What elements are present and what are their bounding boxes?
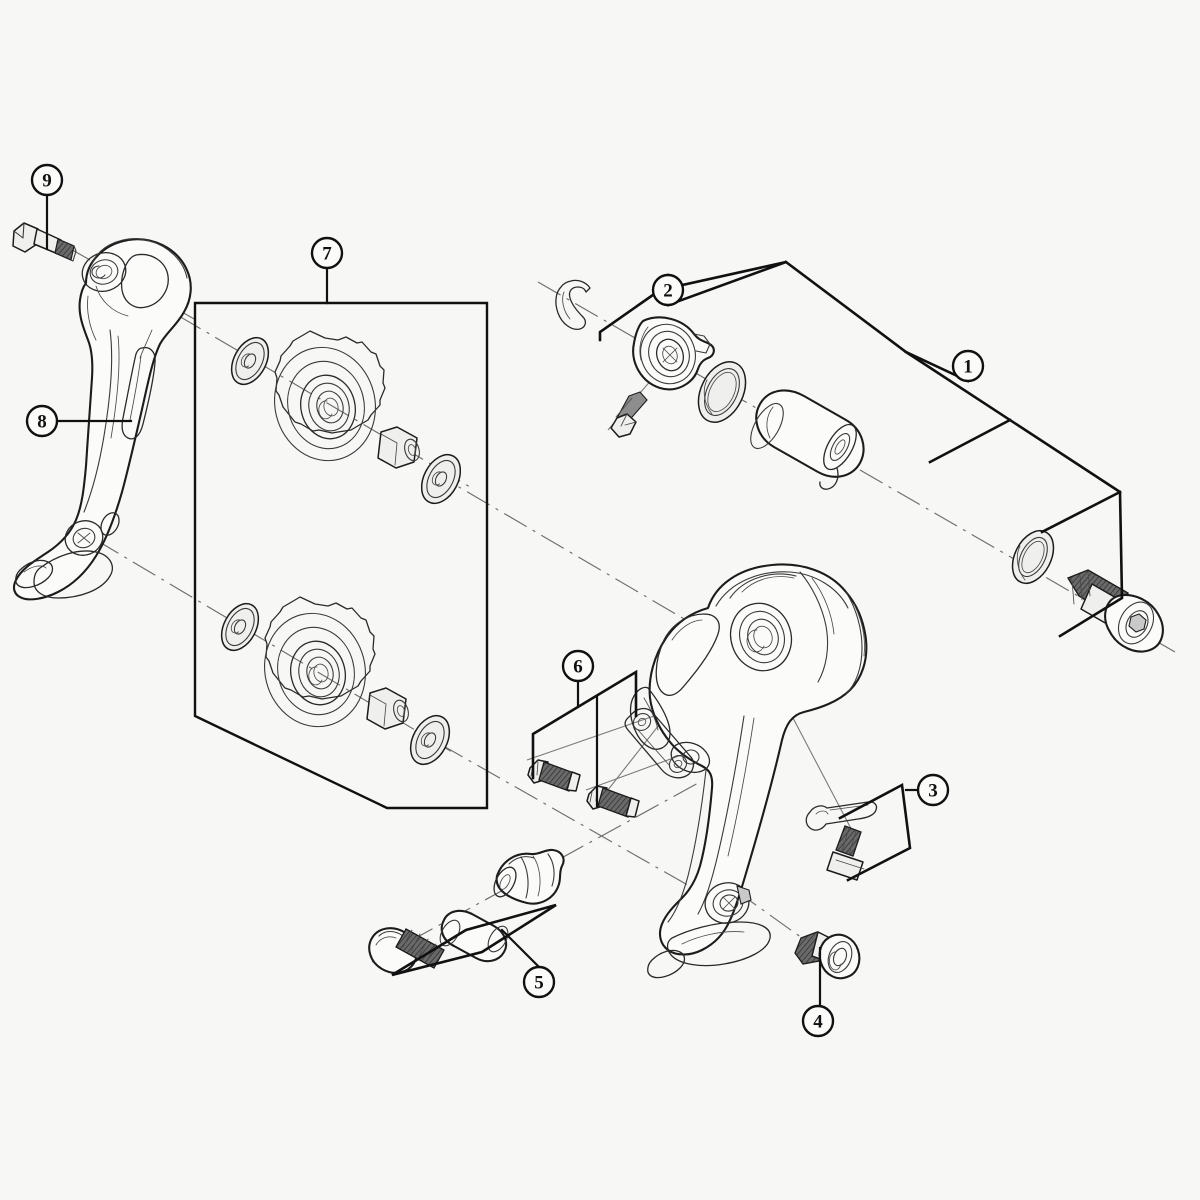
callout-3-label: 3 [928,781,938,802]
part-main-body [629,563,868,979]
callout-6[interactable]: 6 [561,649,595,683]
part-tension-pulley-washer-left [220,602,260,652]
callout-1-label: 1 [963,357,973,378]
callout-9[interactable]: 9 [30,163,64,197]
part-bracket-fixing-screw [610,391,648,438]
pulley-set-box [193,301,489,810]
callout-8-label: 8 [37,412,47,433]
part-mounting-washer [1011,529,1055,585]
part-adjusting-screw-upper [527,759,581,792]
part-return-spring [750,389,865,490]
leader-5 [391,903,557,977]
callout-5-label: 5 [534,973,544,994]
callout-4[interactable]: 4 [801,1004,835,1038]
part-mounting-bolt [1066,569,1164,653]
callout-8[interactable]: 8 [25,404,59,438]
callout-bubbles: 1 2 3 4 5 6 7 8 [25,163,985,1038]
leader-6 [531,669,638,808]
part-snap-ring [555,279,591,330]
callout-6-label: 6 [573,657,583,678]
part-guide-pulley [274,330,386,462]
part-tension-pulley [264,596,376,728]
callout-7-label: 7 [322,244,332,265]
callout-2-label: 2 [663,281,673,302]
part-guide-pulley-bushing [377,426,420,469]
part-outer-cage-plate [12,238,192,601]
part-cable-fixing-bolt [826,825,865,881]
part-bracket-washer [697,361,747,423]
leader-3 [838,782,920,882]
callout-4-label: 4 [813,1012,823,1033]
callout-5[interactable]: 5 [522,965,556,999]
leader-1 [784,260,1124,638]
callout-7[interactable]: 7 [310,236,344,270]
callout-1[interactable]: 1 [951,349,985,383]
callout-2[interactable]: 2 [651,273,685,307]
part-cable-adjust-barrel [368,927,445,974]
part-guide-pulley-washer-left [230,336,270,386]
part-tension-pulley-washer-right [409,714,451,766]
callout-3[interactable]: 3 [916,773,950,807]
part-guide-pulley-washer-right [420,453,462,505]
part-cable-adjust-knob [493,848,565,905]
callout-9-label: 9 [42,171,52,192]
part-link-plate [624,707,695,779]
part-bracket-axle-unit [632,316,715,391]
part-tension-pulley-bushing [366,687,409,730]
